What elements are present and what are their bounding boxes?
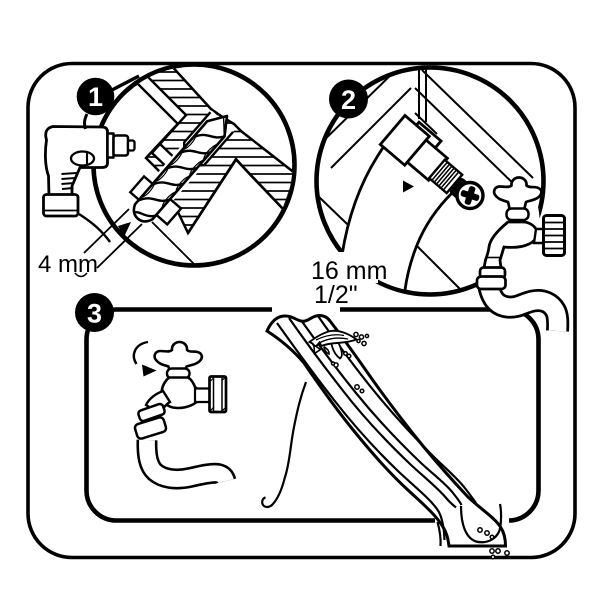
svg-text:4 mm: 4 mm bbox=[38, 251, 98, 278]
svg-text:1: 1 bbox=[88, 82, 103, 112]
svg-text:3: 3 bbox=[87, 299, 102, 329]
svg-text:2: 2 bbox=[341, 85, 356, 115]
svg-text:1/2": 1/2" bbox=[314, 281, 358, 309]
svg-text:16 mm: 16 mm bbox=[311, 257, 387, 285]
